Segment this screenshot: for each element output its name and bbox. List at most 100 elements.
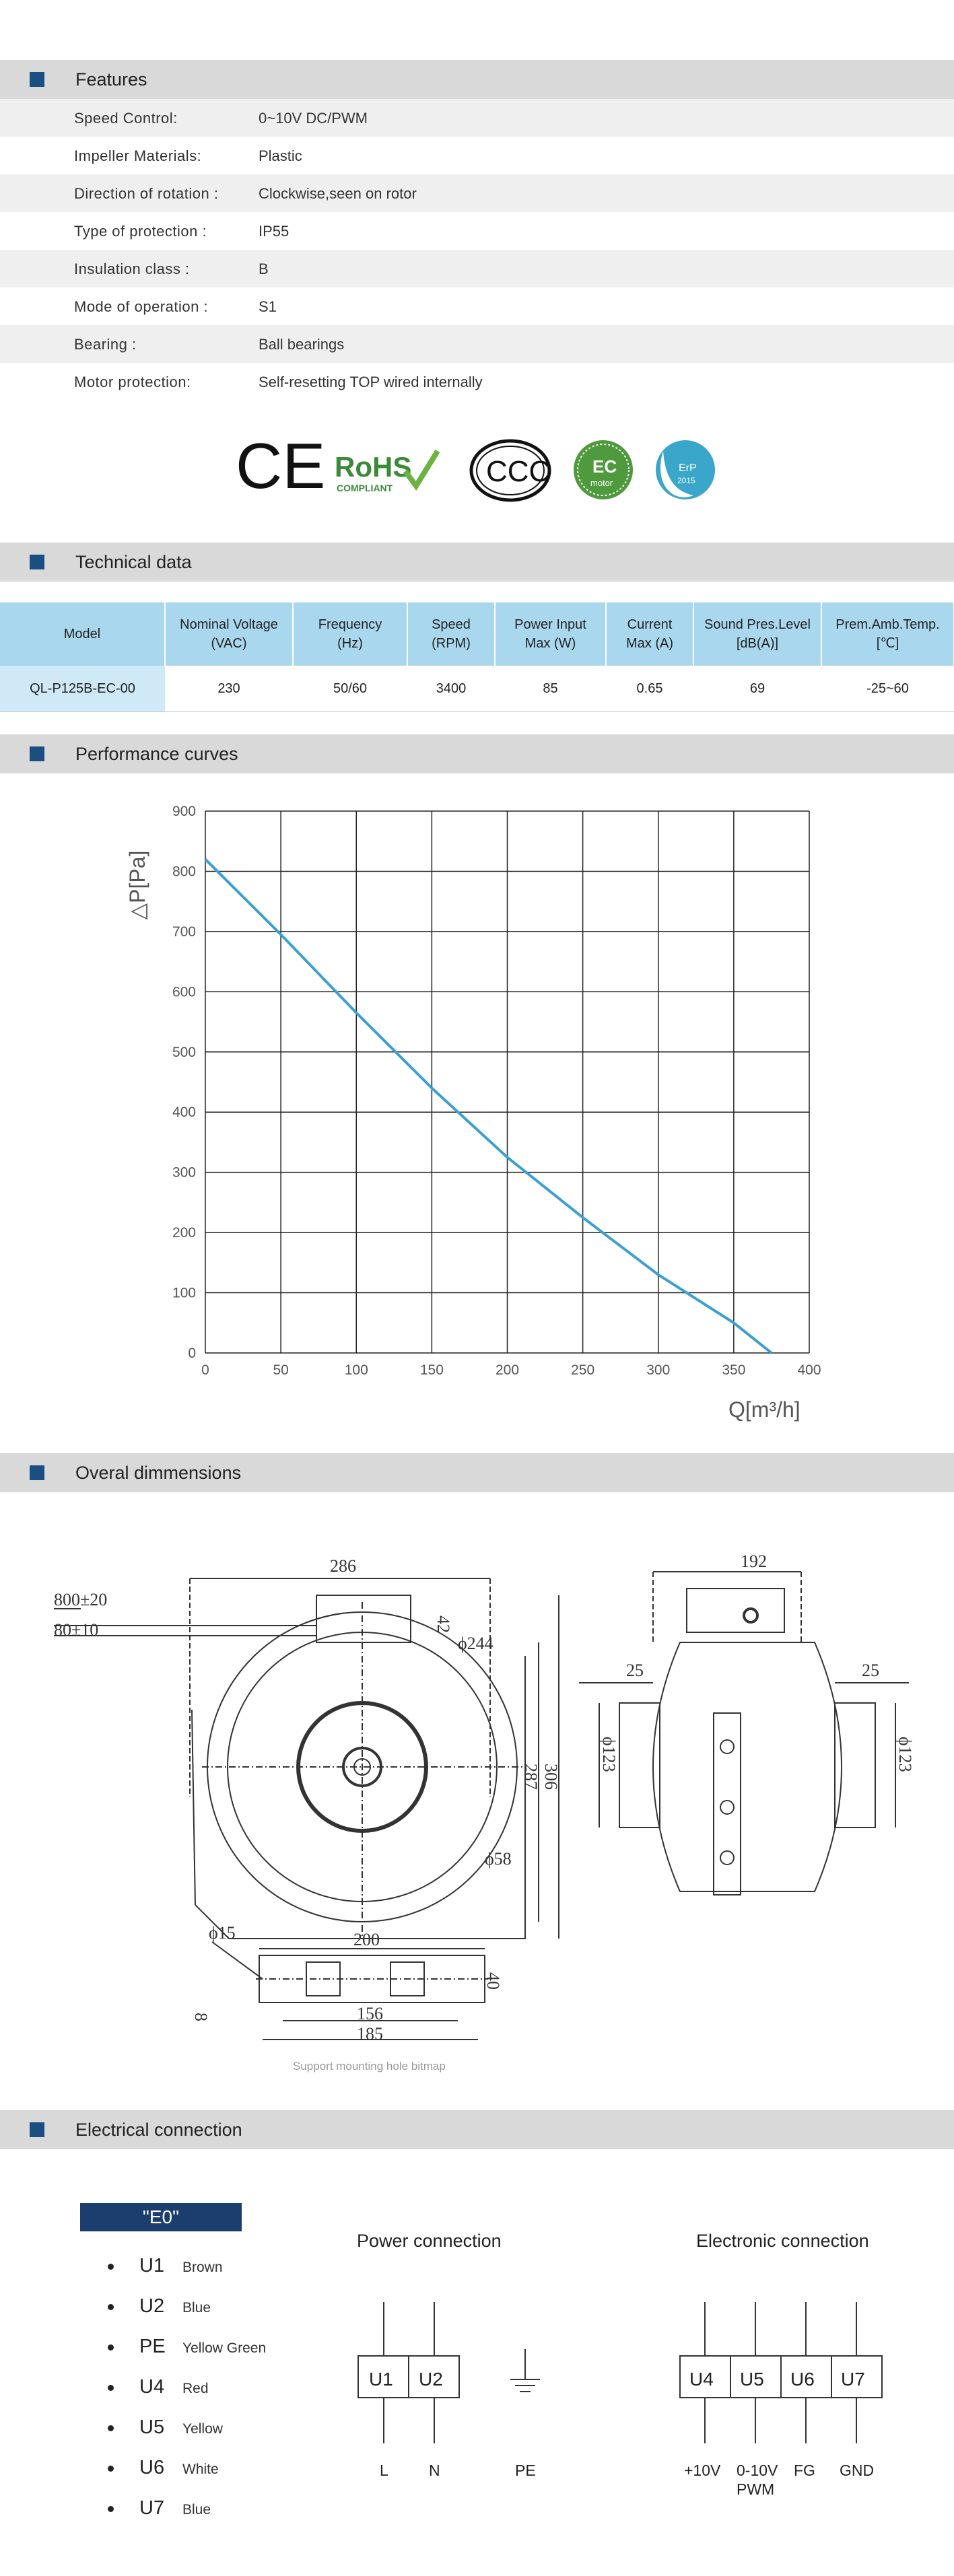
x-tick-label: 300 [646, 1362, 670, 1378]
feature-value: Clockwise,seen on rotor [259, 185, 417, 202]
ec-motor-logo: EC motor [574, 440, 633, 499]
y-tick-label: 500 [172, 1045, 196, 1060]
x-tick-label: 250 [571, 1362, 594, 1378]
dim-25-right: 25 [862, 1661, 879, 1680]
dim-123-left: ϕ123 [599, 1737, 619, 1772]
rohs-logo: RoHS COMPLIANT [335, 449, 440, 493]
chart-grid [205, 810, 810, 1354]
performance-header: Performance curves [0, 734, 954, 773]
feature-row: Impeller Materials: Plastic [0, 137, 954, 174]
svg-text:COMPLIANT: COMPLIANT [337, 483, 393, 493]
section-marker [30, 746, 44, 761]
features-header: Features [0, 60, 954, 99]
bullet-icon [108, 2264, 114, 2270]
model-cell: QL-P125B-EC-00 [0, 666, 165, 712]
power-connection-diagram: Power connection U1 U2 L N PE [357, 2231, 540, 2479]
electronic-connection-title: Electronic connection [696, 2231, 869, 2251]
line-label: 0-10V [737, 2462, 778, 2479]
dim-287: 287 [521, 1764, 541, 1790]
bullet-icon [108, 2304, 114, 2310]
y-tick-label: 800 [172, 864, 196, 879]
features-title: Features [75, 69, 147, 90]
terminal-label: U5 [740, 2369, 764, 2390]
line-label: FG [794, 2462, 815, 2479]
bullet-icon [108, 2425, 114, 2431]
dim-200: 200 [353, 1930, 380, 1949]
feature-label: Direction of rotation : [74, 185, 219, 202]
table-cell: 3400 [407, 666, 495, 712]
column-header: Speed(RPM) [407, 602, 496, 666]
column-header: Frequency(Hz) [293, 602, 408, 666]
table-cell: 50/60 [293, 666, 407, 712]
technical-data-table: Model Nominal Voltage(VAC) Frequency(Hz)… [0, 602, 954, 712]
ce-logo: CE [236, 431, 325, 502]
feature-label: Type of protection : [74, 223, 207, 240]
y-tick-label: 300 [172, 1165, 196, 1181]
y-tick-label: 400 [172, 1105, 196, 1120]
table-row: QL-P125B-EC-00 230 50/60 3400 85 0.65 69… [0, 666, 954, 712]
table-header-row: Model Nominal Voltage(VAC) Frequency(Hz)… [0, 602, 954, 666]
mounting-plate-drawing [211, 1941, 488, 2040]
dim-306: 306 [541, 1764, 561, 1790]
svg-text:2015: 2015 [677, 476, 695, 485]
dim-185: 185 [357, 2024, 383, 2044]
x-tick-label: 350 [722, 1362, 745, 1378]
feature-row: Speed Control: 0~10V DC/PWM [0, 99, 954, 137]
x-tick-label: 50 [273, 1362, 288, 1378]
feature-label: Impeller Materials: [74, 147, 202, 164]
dim-192: 192 [741, 1552, 767, 1571]
mounting-caption: Support mounting hole bitmap [293, 2060, 446, 2073]
dim-156: 156 [357, 2004, 383, 2023]
dim-123-right: ϕ123 [895, 1737, 915, 1772]
dim-8: 8 [191, 2013, 211, 2021]
erp-logo: ErP 2015 [656, 440, 715, 499]
bullet-icon [108, 2506, 114, 2512]
feature-value: B [259, 260, 269, 277]
svg-text:CCC: CCC [486, 455, 550, 488]
dim-286: 286 [330, 1556, 356, 1576]
section-marker [30, 1465, 44, 1480]
table-cell: 230 [165, 666, 293, 712]
dimensions-title: Overal dimmensions [75, 1463, 242, 1483]
terminal-label: U2 [419, 2369, 443, 2390]
certification-logos: CE RoHS COMPLIANT CCC EC motor ErP 2015 [236, 431, 715, 502]
dimensions-header: Overal dimmensions [0, 1453, 954, 1492]
svg-text:ErP: ErP [679, 462, 697, 474]
x-tick-label: 150 [420, 1362, 444, 1378]
feature-label: Speed Control: [74, 110, 178, 127]
section-marker [30, 555, 44, 569]
column-header: Nominal Voltage(VAC) [165, 602, 294, 666]
line-label: PE [515, 2462, 536, 2479]
table-cell: 69 [693, 666, 821, 712]
feature-label: Bearing : [74, 336, 137, 353]
dim-800: 800±20 [54, 1590, 107, 1609]
dim-244: ϕ244 [458, 1634, 493, 1653]
technical-header: Technical data [0, 543, 954, 582]
check-icon [403, 449, 440, 491]
y-axis-label: △P[Pa] [125, 851, 149, 920]
svg-text:EC: EC [592, 456, 617, 477]
electrical-header: Electrical connection [0, 2110, 954, 2149]
section-marker [30, 72, 44, 87]
terminal-label: U7 [841, 2369, 865, 2390]
table-cell: 0.65 [606, 666, 693, 712]
electrical-title: Electrical connection [75, 2120, 242, 2140]
feature-value: Plastic [259, 147, 302, 164]
bullet-icon [108, 2466, 114, 2472]
ground-icon [510, 2349, 540, 2392]
feature-row: Insulation class : B [0, 250, 954, 287]
svg-text:RoHS: RoHS [335, 451, 411, 483]
y-tick-label: 600 [172, 984, 196, 1000]
technical-title: Technical data [75, 552, 192, 572]
